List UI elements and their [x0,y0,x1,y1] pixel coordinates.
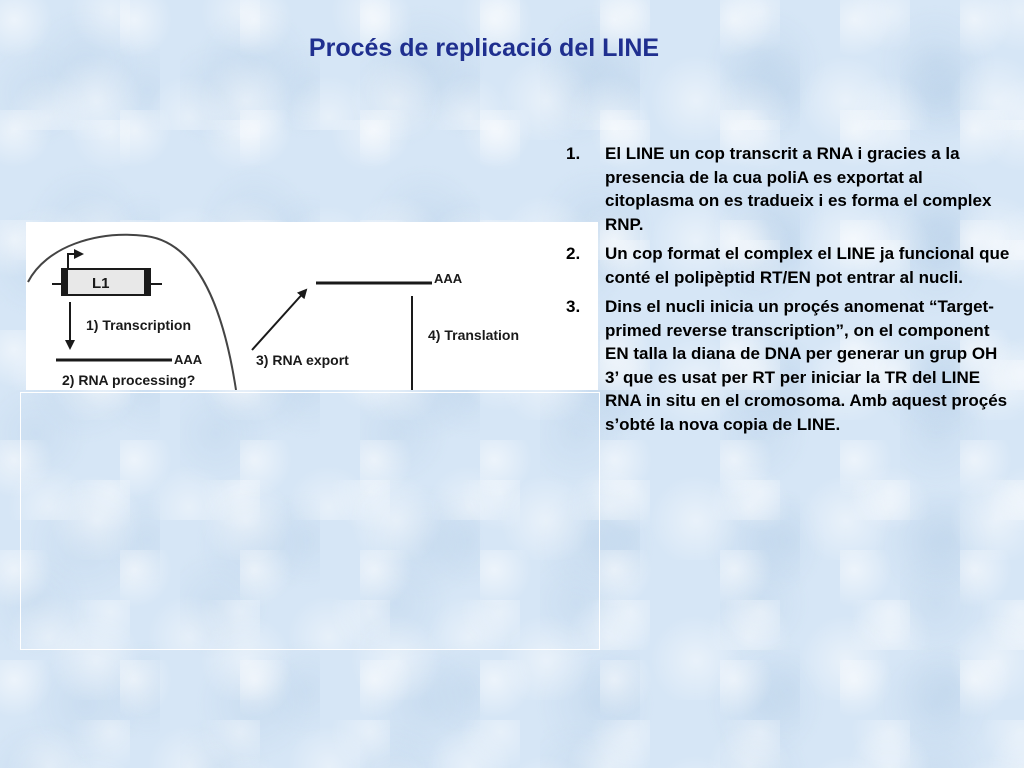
blank-figure-frame [20,392,600,650]
nuclear-membrane [27,233,237,390]
list-item: 2. Un cop format el complex el LINE ja f… [566,242,1012,289]
nuclear-polya-label: AAA [174,352,203,367]
step-number: 3. [566,297,581,316]
replication-steps-list: 1. El LINE un cop transcrit a RNA i grac… [566,142,1012,442]
step-text: El LINE un cop transcrit a RNA i gracies… [605,144,992,234]
l1-gene-label: L1 [92,275,110,292]
promoter-arrow [67,249,84,270]
rna-export-label: 3) RNA export [256,352,349,368]
l1-gene-left-cap [62,269,68,295]
list-item: 3. Dins el nucli inicia un proçés anomen… [566,295,1012,436]
line-replication-figure: L1 1) Transcription AAA 2) RNA processin… [26,222,598,390]
list-item: 1. El LINE un cop transcrit a RNA i grac… [566,142,1012,236]
l1-gene-right-cap [144,269,150,295]
step-text: Dins el nucli inicia un proçés anomenat … [605,297,1008,434]
translation-label: 4) Translation [428,327,519,343]
rna-processing-label: 2) RNA processing? [62,372,195,388]
rna-export-arrow [251,288,308,351]
cytoplasmic-polya-label: AAA [434,271,463,286]
transcription-label: 1) Transcription [86,317,191,333]
step-number: 1. [566,144,581,163]
step-text: Un cop format el complex el LINE ja func… [605,244,1010,287]
slide-title: Procés de replicació del LINE [308,34,660,62]
step-number: 2. [566,244,581,263]
figure-canvas: L1 1) Transcription AAA 2) RNA processin… [27,233,519,390]
